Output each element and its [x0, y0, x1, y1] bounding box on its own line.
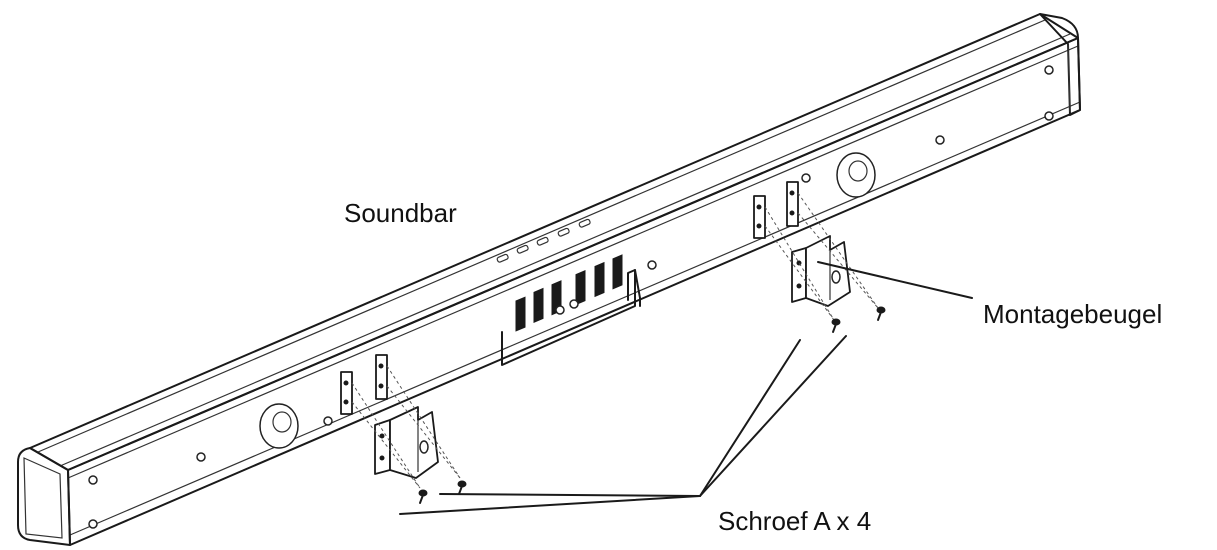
face-holes [88, 65, 1054, 529]
soundbar-label: Soundbar [344, 198, 457, 228]
mounting-bracket-label: Montagebeugel [983, 299, 1163, 329]
bass-ports [259, 152, 876, 449]
screw-icon [876, 306, 886, 321]
connector-panel [501, 254, 641, 366]
left-mounting-slots [340, 354, 388, 415]
screw-icon [831, 318, 841, 333]
vent-grilles [515, 254, 623, 332]
leader-lines [399, 261, 973, 515]
screws [418, 306, 886, 504]
right-mounting-slots [753, 181, 799, 239]
soundbar-body [17, 13, 1081, 546]
alignment-guides [351, 192, 879, 489]
control-buttons [496, 218, 591, 263]
screw-icon [457, 480, 467, 495]
left-bracket [374, 406, 439, 479]
right-bracket [791, 235, 851, 307]
screw-label: Schroef A x 4 [718, 506, 872, 536]
screw-icon [418, 489, 428, 504]
